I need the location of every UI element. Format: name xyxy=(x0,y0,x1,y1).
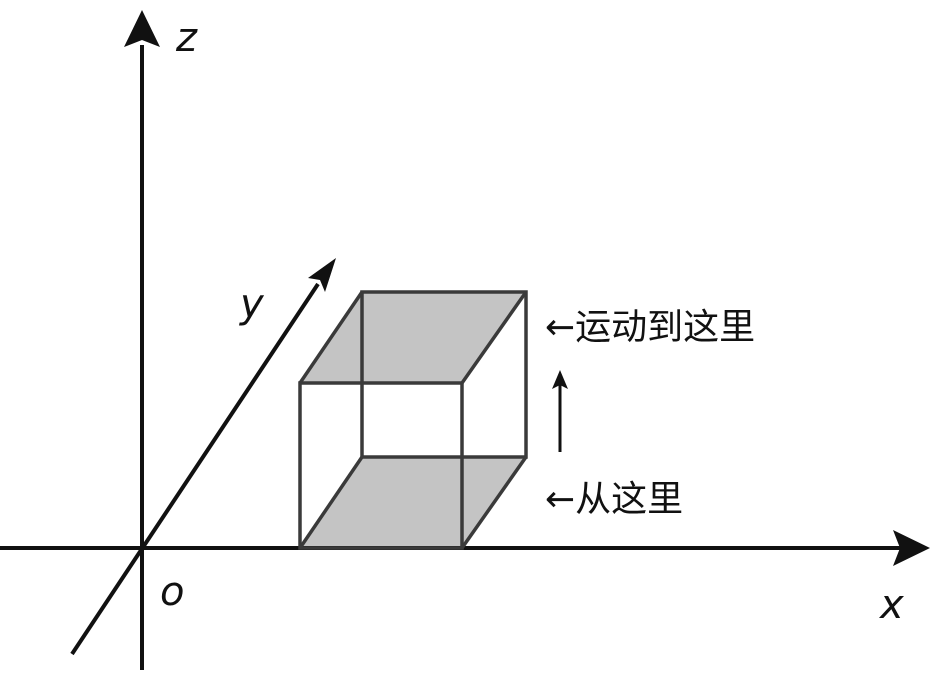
from-here-annotation: ←从这里 xyxy=(545,479,684,520)
cube-top-face xyxy=(300,292,526,383)
y-axis xyxy=(70,282,320,656)
y-axis-label: y xyxy=(240,281,264,327)
to-here-annotation: ←运动到这里 xyxy=(545,307,756,348)
z-axis-label: z xyxy=(176,15,197,61)
y-axis-arrowhead xyxy=(308,258,336,292)
x-axis-label: x xyxy=(880,582,904,628)
cube-wireframe xyxy=(298,290,528,550)
x-axis-arrowhead xyxy=(893,530,930,566)
z-axis-arrowhead xyxy=(124,10,160,47)
origin-label: o xyxy=(160,569,185,615)
cube-bottom-face xyxy=(300,457,526,548)
motion-arrow-head xyxy=(552,370,568,389)
